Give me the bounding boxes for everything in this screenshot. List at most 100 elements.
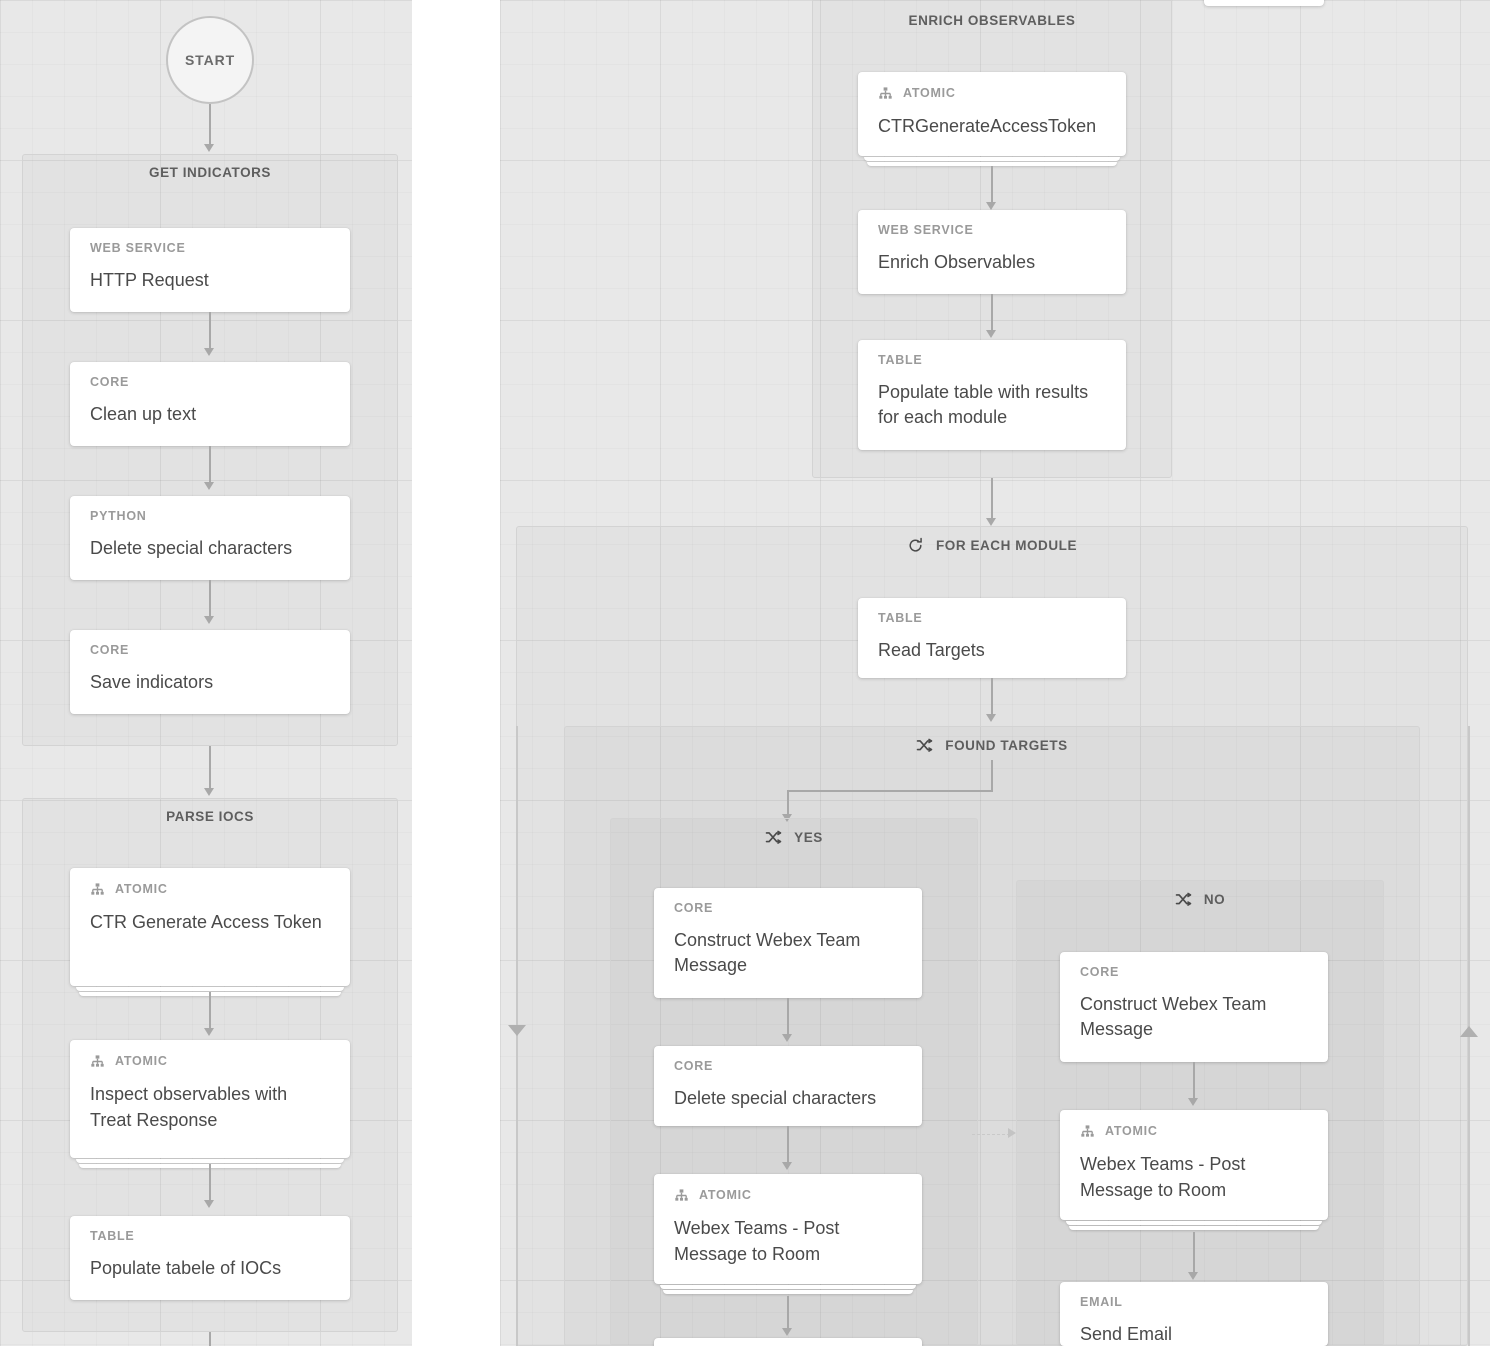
node-type-text: ATOMIC (115, 1054, 168, 1069)
arrowhead (782, 1162, 792, 1170)
node-type-text: WEB SERVICE (90, 241, 186, 255)
connector (209, 580, 211, 618)
group-title-parse-iocs: PARSE IOCS (166, 809, 254, 824)
node-http-request[interactable]: WEB SERVICE HTTP Request (70, 228, 350, 312)
start-node[interactable]: START (166, 16, 254, 104)
node-type-text: PYTHON (90, 509, 147, 523)
node-type-label: CORE (90, 376, 330, 389)
connector-branch-horizontal (787, 790, 993, 792)
group-title-for-each-module: FOR EACH MODULE (517, 537, 1467, 554)
arrowhead (204, 788, 214, 796)
node-type-text: CORE (90, 375, 130, 389)
node-yes-delete-special-characters[interactable]: CORE Delete special characters (654, 1046, 922, 1126)
group-get-indicators[interactable]: GET INDICATORS (22, 154, 398, 746)
node-no-construct-webex-message[interactable]: CORE Construct Webex Team Message (1060, 952, 1328, 1062)
node-type-label: CORE (90, 644, 330, 657)
atomic-icon (90, 1054, 105, 1069)
node-type-label: ATOMIC (90, 882, 330, 897)
node-title: Webex Teams - Post Message to Room (1080, 1154, 1246, 1200)
atomic-icon (1080, 1124, 1095, 1139)
connector (991, 166, 993, 204)
group-title-yes: YES (611, 829, 977, 846)
node-title: Clean up text (90, 403, 197, 424)
arrowhead (782, 1034, 792, 1042)
node-type-label: TABLE (90, 1230, 330, 1243)
node-type-text: ATOMIC (699, 1188, 752, 1203)
node-type-text: CORE (674, 901, 714, 915)
connector (209, 992, 211, 1030)
connector (991, 294, 993, 332)
group-enrich-observables[interactable]: ENRICH OBSERVABLES (812, 0, 1172, 478)
node-populate-table-of-iocs[interactable]: TABLE Populate tabele of IOCs (70, 1216, 350, 1300)
connector-branch-stem (991, 760, 993, 792)
connector (787, 998, 789, 1036)
node-clean-up-text[interactable]: CORE Clean up text (70, 362, 350, 446)
node-type-text: ATOMIC (1105, 1124, 1158, 1139)
group-title-text: YES (794, 830, 823, 845)
shuffle-icon (1175, 891, 1192, 908)
node-ctr-generate-access-token-enrich[interactable]: ATOMIC CTRGenerateAccessToken (858, 72, 1126, 166)
loop-icon (907, 537, 924, 554)
node-title: Inspect observables with Treat Response (90, 1084, 288, 1130)
node-title: Read Targets (878, 639, 985, 660)
arrowhead (204, 144, 214, 152)
pan-up-indicator[interactable] (1460, 1026, 1478, 1037)
node-type-label: ATOMIC (1080, 1124, 1308, 1139)
node-type-label: ATOMIC (90, 1054, 330, 1069)
node-title: Enrich Observables (878, 251, 1036, 272)
node-type-text: ATOMIC (903, 86, 956, 101)
arrowhead (986, 330, 996, 338)
arrowhead (1188, 1272, 1198, 1280)
node-type-text: TABLE (878, 353, 923, 367)
node-type-text: ATOMIC (115, 882, 168, 897)
node-delete-special-characters[interactable]: PYTHON Delete special characters (70, 496, 350, 580)
node-type-label: ATOMIC (878, 86, 1106, 101)
node-yes-construct-webex-message[interactable]: CORE Construct Webex Team Message (654, 888, 922, 998)
node-type-label: TABLE (878, 612, 1106, 625)
node-type-text: CORE (90, 643, 130, 657)
node-title: CTR Generate Access Token (90, 912, 322, 932)
node-offscreen-partial[interactable] (1204, 0, 1324, 6)
group-title-text: FOUND TARGETS (945, 738, 1068, 753)
node-title: Delete special characters (90, 537, 293, 558)
connector (209, 446, 211, 484)
arrowhead (204, 482, 214, 490)
node-title: Populate table with results for each mod… (878, 381, 1089, 428)
connector (209, 1164, 211, 1202)
node-no-webex-post-message[interactable]: ATOMIC Webex Teams - Post Message to Roo… (1060, 1110, 1328, 1230)
arrowhead (986, 714, 996, 722)
node-title: CTRGenerateAccessToken (878, 116, 1097, 136)
connector-start-to-get-indicators (209, 104, 211, 146)
node-title: Save indicators (90, 671, 214, 692)
node-type-label: ATOMIC (674, 1188, 902, 1203)
node-yes-webex-post-message[interactable]: ATOMIC Webex Teams - Post Message to Roo… (654, 1174, 922, 1294)
node-type-text: WEB SERVICE (878, 223, 974, 237)
node-ctr-generate-access-token[interactable]: ATOMIC CTR Generate Access Token (70, 868, 350, 996)
node-type-text: EMAIL (1080, 1295, 1123, 1309)
group-title-no: NO (1017, 891, 1383, 908)
connector (209, 1332, 211, 1346)
node-inspect-observables[interactable]: ATOMIC Inspect observables with Treat Re… (70, 1040, 350, 1168)
group-parse-iocs[interactable]: PARSE IOCS (22, 798, 398, 1332)
arrowhead (204, 616, 214, 624)
node-type-label: WEB SERVICE (90, 242, 330, 255)
connector (991, 678, 993, 716)
arrowhead (204, 1028, 214, 1036)
atomic-icon (90, 882, 105, 897)
node-type-label: EMAIL (1080, 1296, 1308, 1309)
node-title: HTTP Request (90, 269, 209, 290)
node-type-text: CORE (1080, 965, 1120, 979)
group-title-text: FOR EACH MODULE (936, 538, 1077, 553)
arrowhead (782, 1328, 792, 1336)
node-title: Construct Webex Team Message (674, 929, 861, 976)
connector (1193, 1062, 1195, 1100)
node-enrich-observables[interactable]: WEB SERVICE Enrich Observables (858, 210, 1126, 294)
node-no-send-email[interactable]: EMAIL Send Email (1060, 1282, 1328, 1346)
shuffle-icon (916, 737, 933, 754)
node-read-targets[interactable]: TABLE Read Targets (858, 598, 1126, 678)
pan-down-indicator[interactable] (508, 1025, 526, 1036)
node-save-indicators[interactable]: CORE Save indicators (70, 630, 350, 714)
node-populate-table-with-results[interactable]: TABLE Populate table with results for ea… (858, 340, 1126, 450)
node-yes-next-partial[interactable] (654, 1338, 922, 1346)
